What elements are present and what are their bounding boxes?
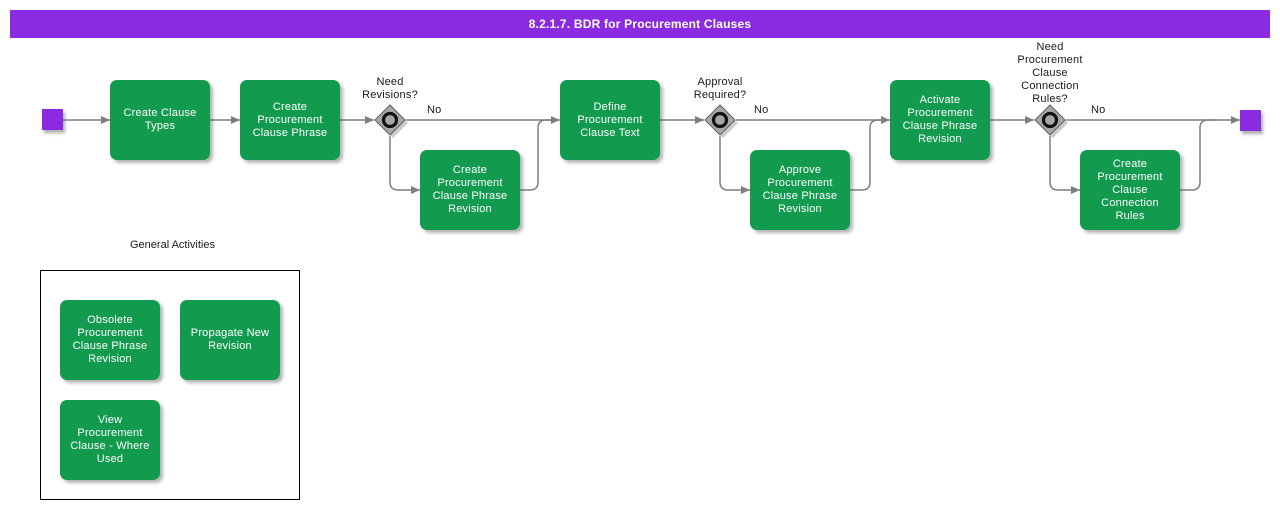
activity-label: Create Clause Types [123, 107, 197, 132]
start-node [42, 109, 63, 130]
activity-label: Activate Procurement Clause Phrase Revis… [902, 94, 978, 145]
connector-approve-revision-merge [850, 119, 886, 191]
activity-create-procurement-clause-phrase-revision[interactable]: Create Procurement Clause Phrase Revisio… [420, 150, 520, 230]
branch-label-no: No [754, 104, 769, 116]
general-activities-title: General Activities [130, 239, 215, 251]
decision-label-need-revisions: Need Revisions? [362, 76, 418, 101]
activity-define-procurement-clause-text[interactable]: Define Procurement Clause Text [560, 80, 660, 160]
activity-propagate-new-revision[interactable]: Propagate New Revision [180, 300, 280, 380]
activity-view-procurement-clause-where-used[interactable]: View Procurement Clause - Where Used [60, 400, 160, 480]
activity-label: View Procurement Clause - Where Used [70, 414, 150, 465]
connector-need-revisions-yes-to-phrase-revision [389, 136, 420, 194]
gateway-circle-icon [1041, 111, 1059, 129]
activity-label: Approve Procurement Clause Phrase Revisi… [762, 164, 838, 215]
gateway-diamond-icon [374, 104, 406, 136]
gateway-circle-icon [711, 111, 729, 129]
activity-label: Define Procurement Clause Text [577, 100, 643, 139]
activity-label: Create Procurement Clause Phrase [252, 100, 328, 139]
activity-obsolete-procurement-clause-phrase-revision[interactable]: Obsolete Procurement Clause Phrase Revis… [60, 300, 160, 380]
diagram-title-bar: 8.2.1.7. BDR for Procurement Clauses [10, 10, 1270, 38]
activity-create-procurement-clause-connection-rules[interactable]: Create Procurement Clause Connection Rul… [1080, 150, 1180, 230]
connector-phrase-revision-merge [520, 119, 554, 191]
gateway-circle-icon [381, 111, 399, 129]
end-node [1240, 110, 1261, 131]
activity-label: Obsolete Procurement Clause Phrase Revis… [72, 314, 148, 365]
diagram-title: 8.2.1.7. BDR for Procurement Clauses [528, 17, 752, 31]
decision-gateway-need-connection-rules [1034, 104, 1068, 138]
connector-approval-yes-to-approve-revision [719, 136, 750, 194]
activity-create-procurement-clause-phrase[interactable]: Create Procurement Clause Phrase [240, 80, 340, 160]
gateway-diamond-icon [1034, 104, 1066, 136]
decision-label-approval-required: Approval Required? [693, 76, 747, 101]
decision-gateway-approval-required [704, 104, 738, 138]
decision-label-need-connection-rules: Need Procurement Clause Connection Rules… [1017, 41, 1083, 105]
decision-gateway-need-revisions [374, 104, 408, 138]
activity-label: Propagate New Revision [190, 327, 270, 352]
connector-connection-rules-yes-to-create-rules [1049, 136, 1080, 194]
branch-label-no: No [1091, 104, 1106, 116]
gateway-diamond-icon [704, 104, 736, 136]
branch-label-no: No [427, 104, 442, 116]
activity-activate-procurement-clause-phrase-revision[interactable]: Activate Procurement Clause Phrase Revis… [890, 80, 990, 160]
connector-create-rules-merge [1180, 119, 1216, 191]
activity-label: Create Procurement Clause Phrase Revisio… [432, 164, 508, 215]
activity-label: Create Procurement Clause Connection Rul… [1097, 157, 1163, 222]
activity-approve-procurement-clause-phrase-revision[interactable]: Approve Procurement Clause Phrase Revisi… [750, 150, 850, 230]
activity-create-clause-types[interactable]: Create Clause Types [110, 80, 210, 160]
